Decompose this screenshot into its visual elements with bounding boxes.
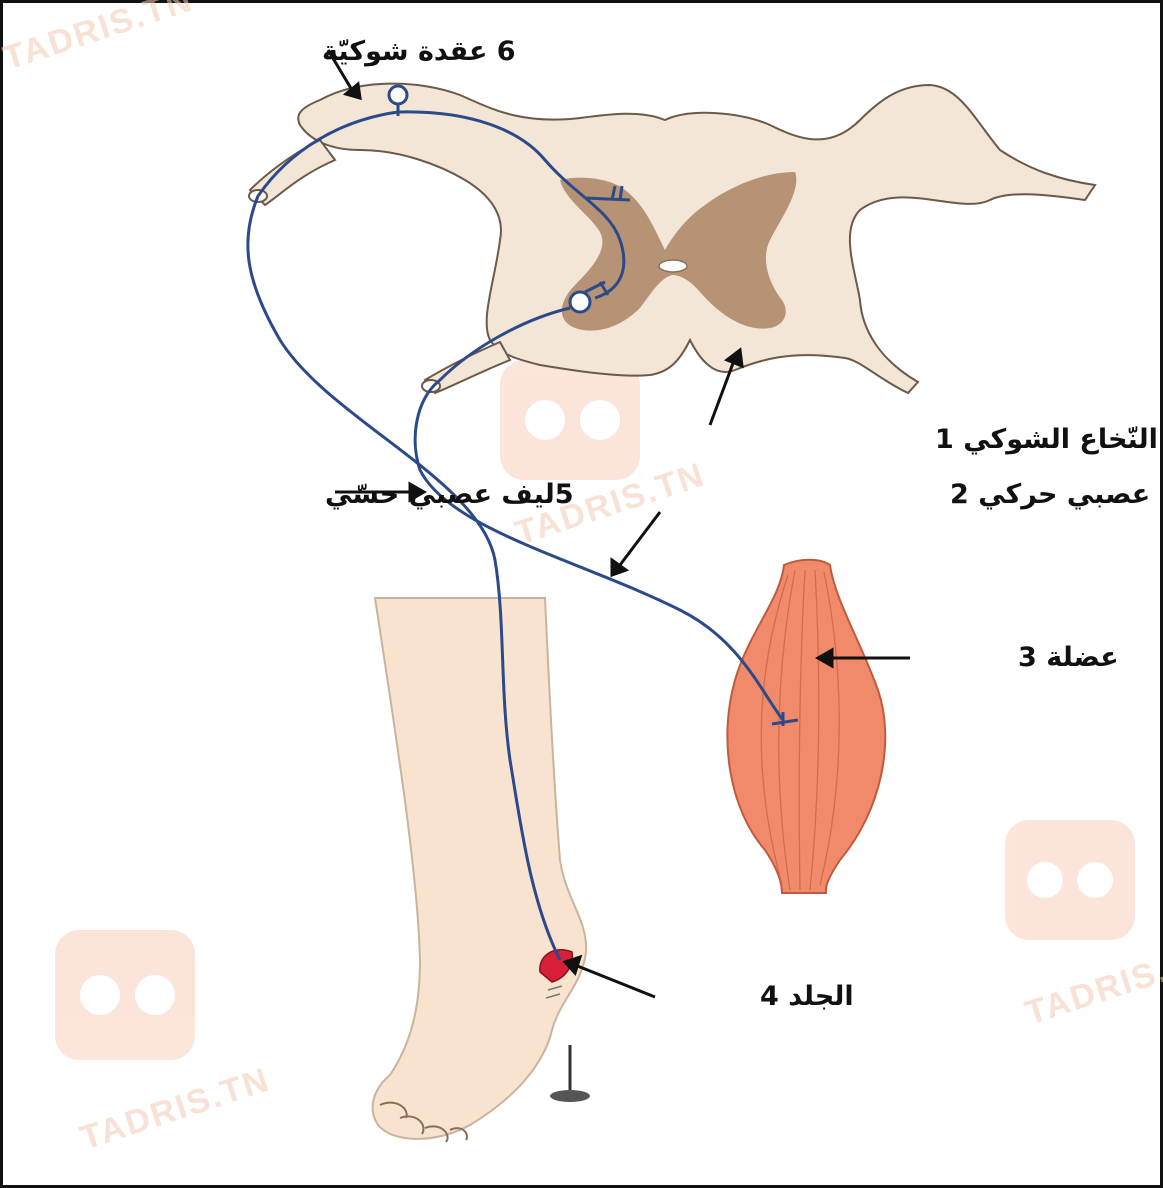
label-ganglion: 6 عقدة شوكيّة [322,36,516,67]
muscle [727,560,885,893]
ganglion-cell-body [389,86,407,104]
label-spinal-cord: النّخاع الشوكي 1 [935,424,1158,455]
watermark-text: TADRIS.TN [76,1061,275,1158]
watermark-text: TADRIS.TN [0,0,198,78]
pin-icon [550,1045,590,1102]
watermark-robot-icon [55,360,1135,1060]
label-skin: الجلد 4 [760,981,854,1012]
label-motor-fiber: ليف عصبي حركي 2 [950,479,1163,510]
label-muscle: عضلة 3 [1018,642,1119,673]
watermark-text: TADRIS.TN [1021,936,1163,1033]
motor-neuron-body [570,292,590,312]
leg-foot [373,598,586,1139]
label-sensory-fiber: 5ليف عصبي حسّي [325,479,574,510]
central-canal [659,260,687,272]
